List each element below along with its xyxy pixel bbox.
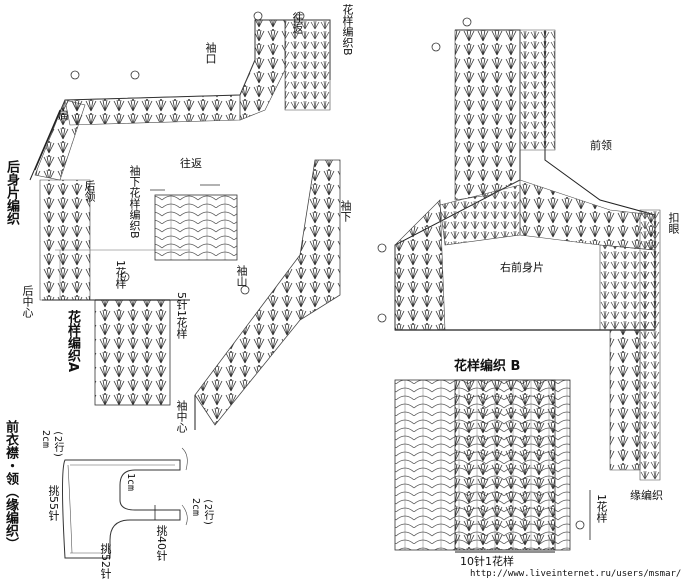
- placket-title: 前衣襟・领（缘编织）: [3, 420, 18, 550]
- back-center-label: 后中心: [21, 285, 34, 318]
- pick-40-label: 挑40针: [155, 525, 168, 561]
- ten-st-label: 10针1花样: [460, 555, 514, 568]
- underarm-b-label: 袖下花样编织B: [128, 165, 141, 239]
- pattern-b-title: 花样编织 B: [454, 359, 521, 374]
- watermark: http://www.liveinternet.ru/users/msmar/: [470, 569, 682, 579]
- one-pattern-b-label: 1花样: [595, 494, 608, 523]
- two-cm-bottom: 2cm: [190, 498, 201, 517]
- underarm-pattern-label: 花样编织B: [341, 4, 354, 56]
- back-piece: [29, 19, 331, 301]
- edging-label: 缘编织: [630, 489, 663, 502]
- dangling-top-label: 往返: [291, 12, 304, 34]
- row-marker-icon: [70, 11, 585, 530]
- underarm-pattern-box: [150, 184, 238, 261]
- right-front-piece: [394, 29, 661, 481]
- pattern-a-title: 花样编织A: [65, 310, 80, 373]
- pattern-b-swatch: [394, 379, 591, 553]
- one-pattern-a-label: 1花样: [114, 260, 127, 289]
- back-neck-label: 后领: [83, 180, 96, 202]
- two-rows-bottom: (2行): [202, 498, 213, 527]
- pick-52-label: 挑52针: [99, 543, 112, 579]
- two-rows-top: (2行): [52, 430, 63, 459]
- front-neck-label: 前领: [590, 139, 612, 152]
- shoulder-label: 肩: [58, 109, 69, 122]
- two-cm-top: 2cm: [40, 430, 51, 449]
- dangling-label: 往返: [180, 157, 202, 170]
- back-title: 后身片编织: [4, 160, 19, 225]
- button-label: 扣眼: [667, 212, 680, 234]
- right-front-label: 右前身片: [500, 261, 544, 274]
- armhole-label: 袖口: [204, 42, 217, 64]
- five-st-label: 5针1花样: [175, 292, 188, 339]
- sleeve-center-label: 袖中心: [175, 400, 188, 433]
- sleeve-cap-label: 袖山: [235, 265, 248, 287]
- sleeve-piece: [194, 159, 341, 430]
- placket-schematic: [62, 447, 188, 559]
- pick-55-label: 挑55针: [47, 485, 60, 521]
- underarm-label: 袖下: [339, 200, 352, 222]
- pattern-a-box: [94, 299, 171, 406]
- one-cm-label: 1cm: [125, 473, 136, 492]
